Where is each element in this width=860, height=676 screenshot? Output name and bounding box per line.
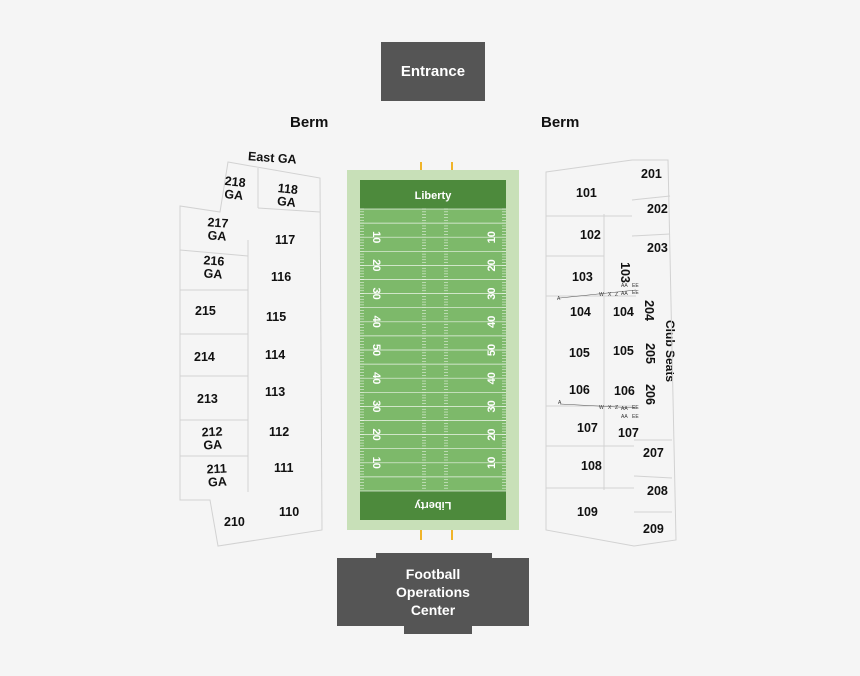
yard-number-right: 10	[486, 457, 498, 469]
section-204[interactable]: 204	[641, 300, 656, 321]
yard-number-left: 30	[370, 287, 382, 299]
section-201[interactable]: 201	[641, 167, 662, 181]
yard-number-left: 50	[370, 344, 382, 356]
section-212[interactable]: 212 GA	[201, 424, 223, 453]
section-206[interactable]: 206	[642, 384, 657, 405]
row-marker-aa-lower-2: AA	[621, 414, 628, 420]
section-110[interactable]: 110	[279, 505, 300, 519]
row-marker-aa-upper-1: AA	[621, 283, 628, 289]
section-117[interactable]: 117	[275, 233, 296, 247]
yard-number-left: 10	[370, 457, 382, 469]
football-operations-center: Football Operations Center	[337, 558, 529, 626]
hash-marks	[360, 208, 506, 489]
section-208[interactable]: 208	[647, 484, 668, 498]
row-marker-ee-lower-1: EE	[632, 405, 639, 411]
yard-number-left: 20	[370, 259, 382, 271]
section-115[interactable]: 115	[266, 310, 287, 324]
section-outlines	[179, 159, 677, 547]
section-102[interactable]: 102	[580, 228, 601, 242]
section-116[interactable]: 116	[271, 270, 292, 284]
row-marker-w-lower: W	[599, 405, 604, 411]
row-marker-lines	[559, 289, 637, 409]
row-marker-ee-lower-2: EE	[632, 414, 639, 420]
yard-number-left: 20	[370, 428, 382, 440]
section-211[interactable]: 211 GA	[206, 461, 228, 490]
section-103[interactable]: 103	[572, 270, 593, 284]
section-106-inner[interactable]: 106	[614, 384, 635, 398]
yard-number-left: 40	[370, 316, 382, 328]
section-216[interactable]: 216 GA	[203, 253, 225, 282]
row-marker-aa-upper-2: AA	[621, 291, 628, 297]
entrance-label: Entrance	[400, 63, 466, 80]
yard-number-right: 50	[486, 344, 498, 356]
section-108[interactable]: 108	[581, 459, 602, 473]
row-marker-w-upper: W	[599, 292, 604, 298]
section-113[interactable]: 113	[265, 385, 286, 399]
section-205[interactable]: 205	[642, 343, 657, 364]
endzone-top-label: Liberty	[415, 190, 453, 202]
section-105-inner[interactable]: 105	[613, 344, 634, 358]
row-marker-a-lower: A	[558, 400, 562, 406]
section-112[interactable]: 112	[269, 425, 290, 439]
yard-number-right: 30	[486, 400, 498, 412]
yard-number-left: 10	[370, 231, 382, 243]
yard-number-left: 40	[370, 372, 382, 384]
section-214[interactable]: 214	[194, 350, 215, 364]
section-109[interactable]: 109	[577, 505, 598, 519]
section-106[interactable]: 106	[569, 383, 590, 397]
section-101[interactable]: 101	[576, 186, 597, 200]
section-114[interactable]: 114	[265, 348, 286, 362]
section-218[interactable]: 218 GA	[223, 173, 247, 203]
section-202[interactable]: 202	[647, 202, 668, 216]
berm-right-label: Berm	[541, 114, 580, 131]
row-marker-z-lower: Z	[615, 405, 619, 411]
section-210[interactable]: 210	[224, 515, 245, 529]
section-104-inner[interactable]: 104	[613, 305, 634, 319]
section-217[interactable]: 217 GA	[207, 215, 229, 244]
endzone-bottom	[360, 491, 506, 520]
operations-building-top	[376, 553, 492, 559]
yard-number-right: 10	[486, 231, 498, 243]
section-105[interactable]: 105	[569, 346, 590, 360]
berm-left-label: Berm	[290, 114, 329, 131]
section-107-inner[interactable]: 107	[618, 426, 639, 440]
section-207[interactable]: 207	[643, 446, 664, 460]
yard-lines	[360, 208, 506, 492]
section-213[interactable]: 213	[197, 392, 218, 406]
endzone-bottom-label: Liberty	[414, 499, 452, 511]
row-marker-z-upper: Z	[615, 292, 619, 298]
yard-number-right: 40	[486, 372, 498, 384]
yard-number-right: 30	[486, 287, 498, 299]
yard-number-right: 20	[486, 428, 498, 440]
row-marker-ee-upper-1: EE	[632, 283, 639, 289]
section-111[interactable]: 111	[274, 461, 294, 475]
yard-number-right: 40	[486, 316, 498, 328]
yard-number-left: 30	[370, 400, 382, 412]
yard-numbers-right: 10 20 30 40 50 40 30 20 10	[486, 231, 498, 469]
section-107[interactable]: 107	[577, 421, 598, 435]
section-203[interactable]: 203	[647, 241, 668, 255]
operations-label: Football Operations Center	[396, 566, 470, 618]
row-marker-aa-lower-1: AA	[621, 406, 628, 412]
endzone-top	[360, 180, 506, 209]
row-marker-x-upper: X	[608, 292, 612, 298]
row-marker-ee-upper-2: EE	[632, 290, 639, 296]
yard-number-right: 20	[486, 259, 498, 271]
section-215[interactable]: 215	[195, 304, 216, 318]
row-marker-a-upper: A	[557, 296, 561, 302]
section-103-inner[interactable]: 103	[617, 262, 632, 283]
row-marker-x-lower: X	[608, 405, 612, 411]
section-104[interactable]: 104	[570, 305, 591, 319]
section-209[interactable]: 209	[643, 522, 664, 536]
yard-numbers-left: 10 20 30 40 50 40 30 20 10	[370, 231, 382, 469]
operations-building-bottom	[404, 625, 472, 634]
entrance-building: Entrance	[381, 42, 485, 101]
section-118[interactable]: 118 GA	[276, 181, 299, 210]
